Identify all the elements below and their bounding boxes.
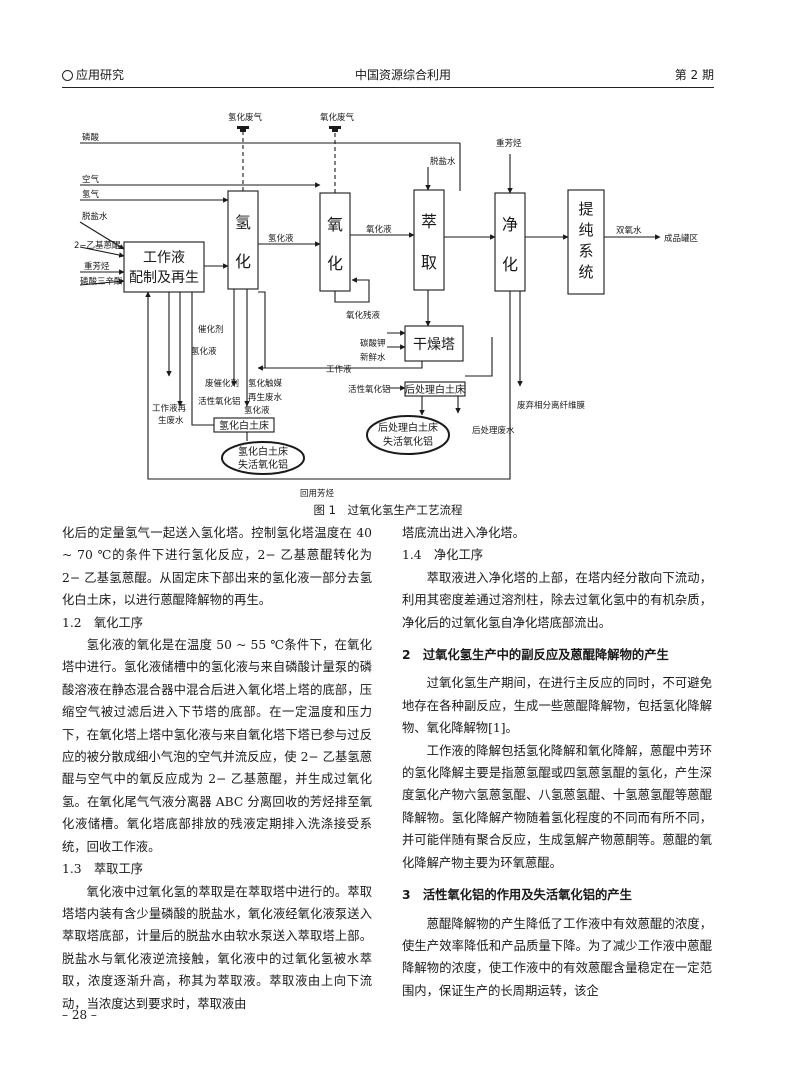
right-paragraph-2: 萃取液进入净化塔的上部，在塔内经分散向下流动，利用其密度差通过溶剂柱，除去过氧化… bbox=[402, 570, 712, 630]
hydro-char-2: 化 bbox=[235, 252, 251, 271]
header-rule bbox=[62, 87, 714, 88]
label-phosphoric: 磷酸 bbox=[82, 132, 100, 143]
label-arom: 重芳烃 bbox=[84, 261, 110, 272]
box-extraction bbox=[413, 189, 445, 291]
header-issue: 第 2 期 bbox=[674, 68, 714, 82]
left-paragraph-2: 氢化液的氧化是在温度 50 ~ 55 ℃条件下，在氧化塔中进行。氢化液储槽中的氢… bbox=[62, 638, 372, 854]
label-hydro-liq: 氢化液 bbox=[268, 233, 294, 244]
box-refining bbox=[567, 189, 605, 295]
line-deion-in bbox=[79, 221, 125, 250]
hydro-bed-label: 氢化白土床 bbox=[219, 419, 269, 432]
header-journal: 中国资源综合利用 bbox=[354, 68, 451, 82]
column-right: 塔底流出进入净化塔。 1.4 净化工序 萃取液进入净化塔的上部，在塔内经分散向下… bbox=[402, 522, 712, 1002]
label-deion1: 脱盐水 bbox=[82, 211, 108, 222]
right-paragraph-1: 塔底流出进入净化塔。 bbox=[402, 526, 525, 540]
label-cat-ww-1: 氢化触媒 bbox=[248, 378, 283, 389]
label-arom2: 重芳烃 bbox=[496, 138, 522, 149]
left-paragraph-1: 化后的定量氢气一起送入氢化塔。控制氢化塔温度在 40 ~ 70 ℃的条件下进行氢… bbox=[62, 526, 372, 608]
label-h2-off: 氢化废气 bbox=[228, 112, 263, 123]
label-fiber: 废弃相分离纤维膜 bbox=[517, 400, 586, 411]
oxid-char-1: 氧 bbox=[327, 215, 343, 234]
left-paragraph-3: 氧化液中过氧化氢的萃取是在萃取塔中进行的。萃取塔塔内装有含少量磷酸的脱盐水，氧化… bbox=[62, 884, 372, 1011]
figure-caption: 图 1 过氧化氢生产工艺流程 bbox=[314, 503, 463, 517]
heading-1-3: 1.3 萃取工序 bbox=[62, 862, 144, 877]
box-hydrogenation bbox=[227, 190, 259, 290]
process-flow-diagram: 工作液 配制及再生 氢 化 氧 化 萃 取 净 化 提 纯 系 统 干燥塔 后处… bbox=[74, 112, 699, 517]
post-bed-label: 后处理白土床 bbox=[405, 383, 465, 396]
refine-char-1: 提 bbox=[578, 200, 593, 218]
column-left: 化后的定量氢气一起送入氢化塔。控制氢化塔温度在 40 ~ 70 ℃的条件下进行氢… bbox=[62, 522, 372, 1015]
label-regen-ww-1: 工作液再 bbox=[152, 403, 187, 414]
hydro-spent-line-1: 氢化白土床 bbox=[238, 445, 288, 458]
refine-char-4: 统 bbox=[578, 263, 593, 281]
label-eaq: 2−乙基蒽醌 bbox=[74, 240, 121, 251]
label-recycle: 回用芳烃 bbox=[300, 488, 335, 499]
heading-2: 2 过氧化氢生产中的副反应及蒽醌降解物的产生 bbox=[402, 648, 669, 663]
oxid-char-2: 化 bbox=[327, 254, 343, 273]
recycle-icon bbox=[62, 70, 73, 81]
right-paragraph-4: 工作液的降解包括氢化降解和氧化降解，蒽醌中芳环的氢化降解主要是指蒽氢醌或四氢蒽氢… bbox=[402, 743, 712, 870]
line-work-liquid bbox=[257, 361, 423, 371]
line-recycle bbox=[145, 291, 511, 480]
box-purification bbox=[494, 192, 526, 292]
ellipse-post-spent bbox=[366, 415, 450, 455]
label-h2o2: 双氧水 bbox=[616, 225, 642, 236]
extract-char-1: 萃 bbox=[421, 212, 437, 231]
label-deion2: 脱盐水 bbox=[430, 156, 456, 167]
box-dryer bbox=[404, 325, 464, 362]
purify-char-1: 净 bbox=[502, 215, 518, 234]
box-prep bbox=[123, 241, 205, 293]
refine-char-2: 纯 bbox=[578, 221, 593, 239]
label-air: 空气 bbox=[82, 174, 100, 185]
page-number: – 28 – bbox=[62, 1008, 97, 1022]
label-k2co3: 碳酸钾 bbox=[360, 338, 386, 349]
ellipse-hydro-spent bbox=[221, 441, 305, 475]
extract-char-2: 取 bbox=[421, 253, 437, 272]
label-oxid-res: 氧化残液 bbox=[346, 310, 381, 321]
label-hydro-liq2: 氢化液 bbox=[191, 346, 217, 357]
box-oxidation bbox=[319, 192, 351, 292]
right-paragraph-3: 过氧化氢生产期间，在进行主反应的同时，不可避免地存在各种副反应，生成一些蒽醌降解… bbox=[402, 676, 712, 736]
label-post-ww: 后处理废水 bbox=[472, 425, 515, 436]
right-paragraph-5: 蒽醌降解物的产生降低了工作液中有效蒽醌的浓度，使生产效率降低和产品质量下降。为了… bbox=[402, 916, 712, 998]
header-section-label: 应用研究 bbox=[76, 68, 125, 82]
post-spent-line-2: 失活氧化铝 bbox=[383, 435, 433, 448]
label-hydro-liq3: 氢化液 bbox=[244, 405, 270, 416]
heading-3: 3 活性氧化铝的作用及失活氧化铝的产生 bbox=[402, 888, 632, 903]
label-act-al2: 活性氧化铝 bbox=[198, 396, 241, 407]
heading-1-2: 1.2 氧化工序 bbox=[62, 615, 144, 630]
label-o2-off: 氧化废气 bbox=[320, 112, 355, 123]
label-tof: 磷酸三辛酯 bbox=[80, 276, 123, 287]
purify-char-2: 化 bbox=[502, 255, 518, 274]
hydro-spent-line-2: 失活氧化铝 bbox=[238, 458, 288, 471]
prep-line-1: 工作液 bbox=[143, 250, 185, 266]
label-act-al: 活性氧化铝 bbox=[348, 384, 391, 395]
label-catalyst: 催化剂 bbox=[198, 324, 224, 335]
header-section: 应用研究 bbox=[62, 66, 124, 83]
label-work-liq: 工作液 bbox=[326, 364, 352, 375]
dryer-label: 干燥塔 bbox=[413, 337, 455, 353]
label-oxid-liq: 氧化液 bbox=[366, 224, 392, 235]
label-spent-cat: 废催化剂 bbox=[205, 378, 239, 389]
label-regen-ww-2: 生废水 bbox=[158, 415, 184, 426]
prep-line-2: 配制及再生 bbox=[129, 270, 199, 286]
label-fresh: 新鲜水 bbox=[360, 352, 386, 363]
label-product: 成品罐区 bbox=[664, 233, 699, 244]
label-cat-ww-2: 再生废水 bbox=[248, 392, 283, 403]
hydro-char-1: 氢 bbox=[235, 213, 251, 232]
post-spent-line-1: 后处理白土床 bbox=[378, 421, 438, 434]
heading-1-4: 1.4 净化工序 bbox=[402, 548, 484, 563]
refine-char-3: 系 bbox=[578, 242, 593, 260]
label-h2: 氢气 bbox=[82, 189, 100, 200]
